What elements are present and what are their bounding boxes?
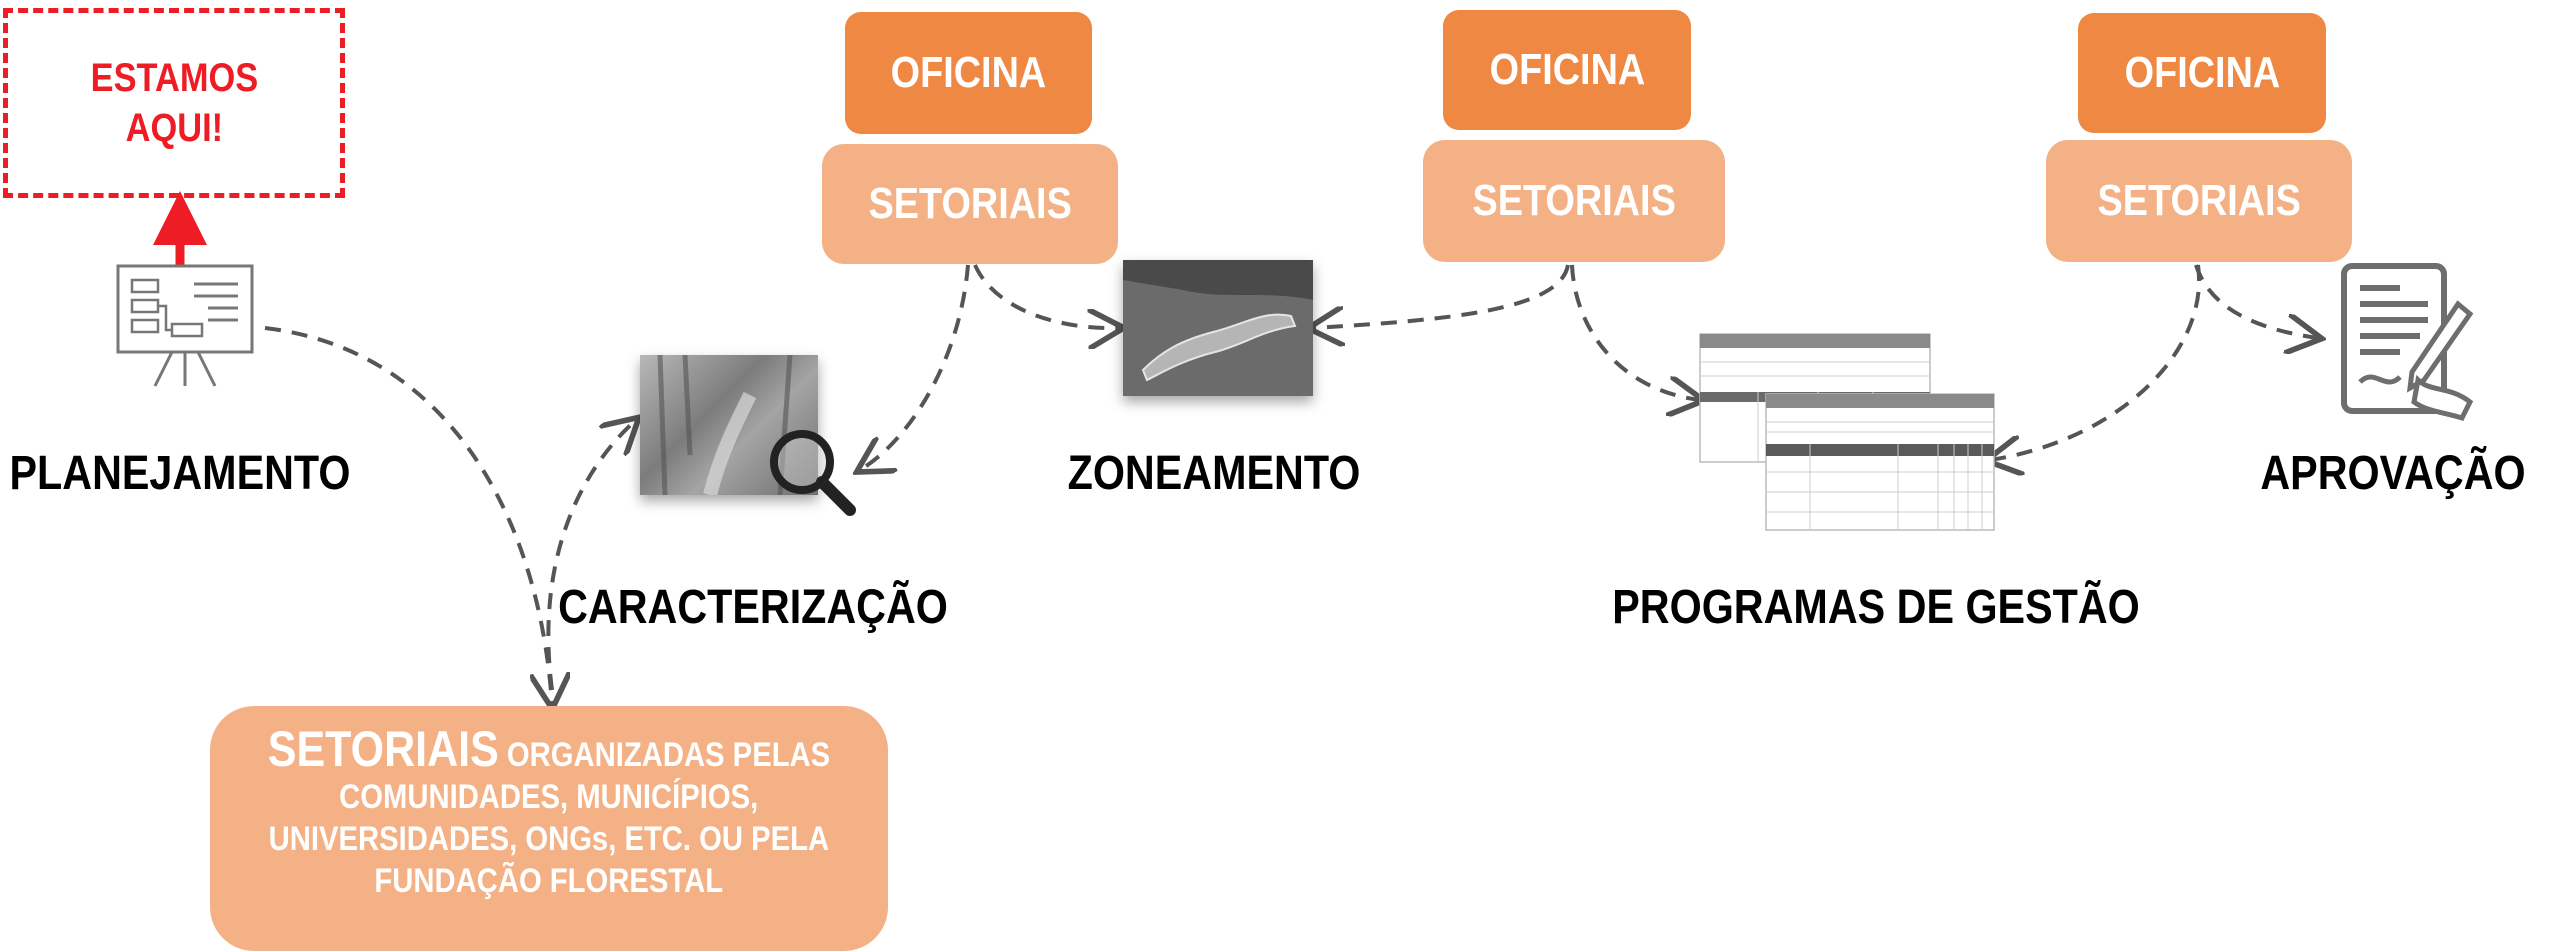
connector-setoriais-caracterizacao xyxy=(546,420,636,691)
oficina-label-1: OFICINA xyxy=(890,48,1047,97)
here-marker-line2: AQUI! xyxy=(125,106,223,150)
magnifier-icon xyxy=(770,430,856,516)
connector-planejamento-setoriais xyxy=(264,326,552,705)
connector-oficina3-programas xyxy=(1990,264,2202,460)
stage-zoneamento: ZONEAMENTO xyxy=(1067,447,1361,500)
management-table-icon xyxy=(1699,333,1995,531)
oficina-box-3: OFICINA xyxy=(2078,13,2326,133)
oficina-label-3: OFICINA xyxy=(2124,48,2280,97)
connector-oficina1-caracterizacao xyxy=(860,264,970,470)
oficina-label-2: OFICINA xyxy=(1489,45,1645,94)
sector-note-line3: UNIVERSIDADES, ONGs, ETC. OU PELA xyxy=(268,820,830,858)
connector-oficina1-zoneamento xyxy=(973,264,1120,328)
sector-note-highlight: SETORIAIS xyxy=(267,721,499,777)
sector-note-line1: ORGANIZADAS PELAS xyxy=(498,736,831,774)
stage-planejamento: PLANEJAMENTO xyxy=(9,447,351,500)
sector-note-box: SETORIAIS ORGANIZADAS PELAS COMUNIDADES,… xyxy=(210,706,888,951)
signed-document-icon xyxy=(2341,263,2474,422)
here-marker-line1: ESTAMOS xyxy=(90,56,258,100)
stage-caracterizacao: CARACTERIZAÇÃO xyxy=(558,581,948,634)
connector-oficina2-zoneamento xyxy=(1312,264,1570,328)
setoriais-label-3: SETORIAIS xyxy=(2097,176,2301,225)
here-marker: ESTAMOS AQUI! xyxy=(3,8,345,198)
sector-note-line2: COMUNIDADES, MUNICÍPIOS, xyxy=(339,778,759,816)
stage-programas: PROGRAMAS DE GESTÃO xyxy=(1612,581,2140,634)
connector-oficina2-programas xyxy=(1570,264,1700,400)
setoriais-box-2: SETORIAIS xyxy=(1423,140,1725,262)
oficina-box-1: OFICINA xyxy=(845,12,1092,134)
connector-oficina3-aprovacao xyxy=(2194,264,2318,338)
sector-note-line4: FUNDAÇÃO FLORESTAL xyxy=(374,862,724,900)
setoriais-label-2: SETORIAIS xyxy=(1472,176,1676,225)
forest-photo-icon xyxy=(640,354,818,497)
oficina-box-2: OFICINA xyxy=(1443,10,1691,130)
setoriais-box-3: SETORIAIS xyxy=(2046,140,2352,262)
presentation-board-icon xyxy=(116,264,254,387)
coast-map-icon xyxy=(1123,260,1313,396)
stage-aprovacao: APROVAÇÃO xyxy=(2260,447,2526,500)
setoriais-label-1: SETORIAIS xyxy=(868,179,1072,228)
setoriais-box-1: SETORIAIS xyxy=(822,144,1118,264)
